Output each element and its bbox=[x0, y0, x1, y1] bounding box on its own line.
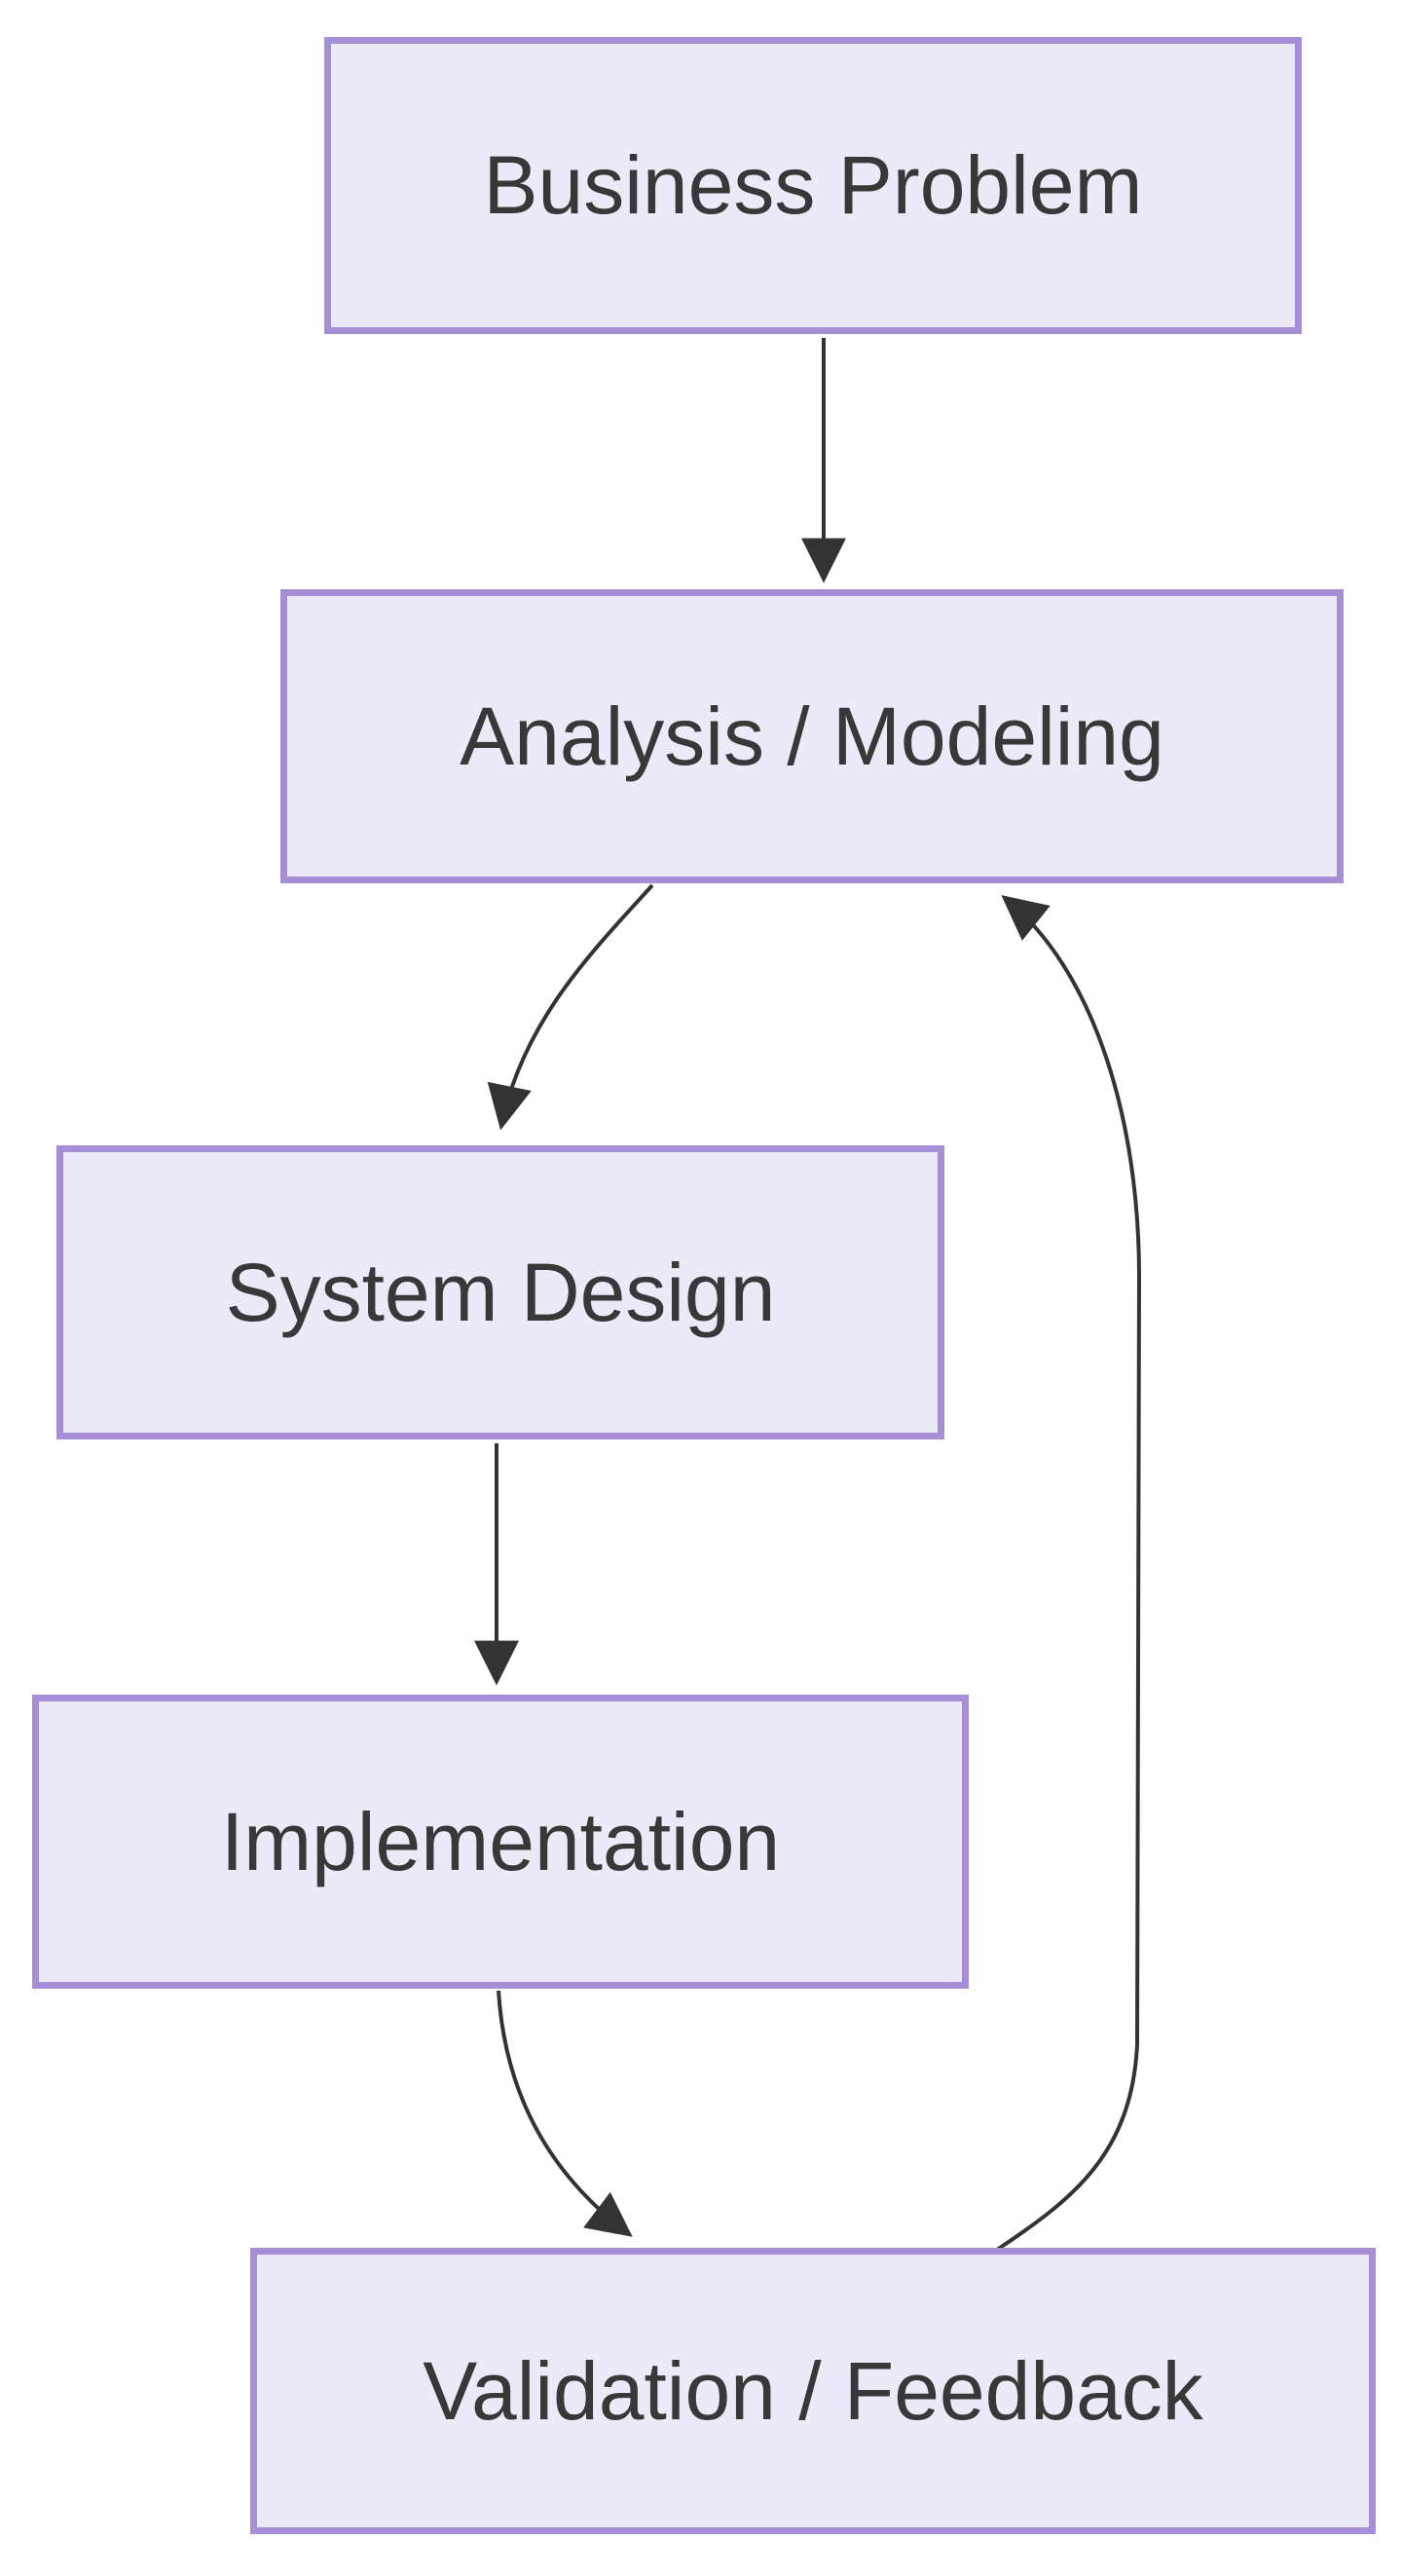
edge-validation-feedback-to-analysis-modeling bbox=[995, 895, 1142, 2252]
node-implementation: Implementation bbox=[32, 1695, 969, 1989]
edge-implementation-to-validation-feedback bbox=[497, 1990, 633, 2237]
edge-analysis-modeling-to-system-design bbox=[487, 883, 654, 1131]
node-analysis-modeling: Analysis / Modeling bbox=[280, 589, 1344, 883]
node-label: Validation / Feedback bbox=[423, 2344, 1203, 2437]
node-label: Implementation bbox=[220, 1795, 781, 1887]
node-label: System Design bbox=[225, 1246, 776, 1338]
node-label: Business Problem bbox=[483, 139, 1143, 232]
node-validation-feedback: Validation / Feedback bbox=[250, 2248, 1376, 2534]
node-business-problem: Business Problem bbox=[324, 37, 1302, 334]
node-label: Analysis / Modeling bbox=[460, 690, 1164, 782]
node-system-design: System Design bbox=[56, 1145, 944, 1439]
